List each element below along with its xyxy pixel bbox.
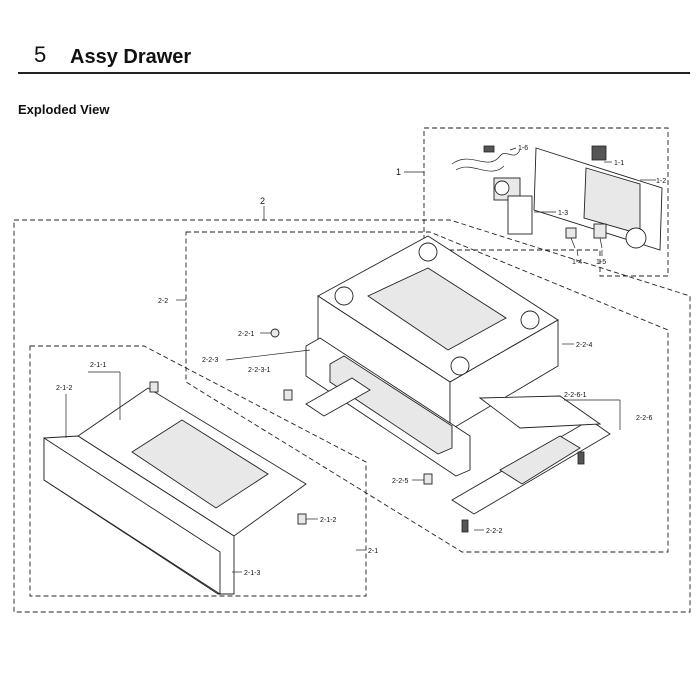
callout-1-4: 1-4 xyxy=(572,259,582,266)
callout-2-2-5: 2-2-5 xyxy=(392,478,408,485)
callout-2-1-2: 2-1-2 xyxy=(320,517,336,524)
exploded-view-heading: Exploded View xyxy=(18,102,110,117)
callout-2-1-3: 2-1-3 xyxy=(244,570,260,577)
sensor-part xyxy=(565,227,577,249)
callout-1: 1 xyxy=(396,167,401,177)
group-2-2-boundary xyxy=(185,231,669,553)
section-header: 5 Assy Drawer xyxy=(18,38,690,74)
callout-2-2-3-1: 2-2-3-1 xyxy=(248,367,271,374)
valve-assembly xyxy=(493,177,533,235)
callout-1-2: 1-2 xyxy=(656,178,666,185)
callout-2-2-2: 2-2-2 xyxy=(486,528,502,535)
section-title: Assy Drawer xyxy=(70,46,192,68)
wire-harness xyxy=(451,145,521,172)
slide-rail-assembly xyxy=(305,377,611,515)
group-2-1-boundary xyxy=(29,345,367,597)
callout-2-2-4: 2-2-4 xyxy=(576,342,592,349)
group-1-boundary xyxy=(423,127,669,277)
callout-2-1: 2-1 xyxy=(368,548,378,555)
group-2-boundary xyxy=(13,219,691,613)
front-frame xyxy=(305,337,471,477)
control-panel-assembly xyxy=(533,145,663,251)
callout-2-2-6-1: 2-2-6-1 xyxy=(564,392,587,399)
drawer-assembly xyxy=(43,387,307,595)
callout-2: 2 xyxy=(260,196,265,206)
leader-lines xyxy=(65,147,656,573)
callout-2-2-1: 2-2-1 xyxy=(238,331,254,338)
callout-1-6: 1-6 xyxy=(518,145,528,152)
header-rule xyxy=(18,72,690,74)
callout-1-5: 1-5 xyxy=(596,259,606,266)
callout-2-2-6: 2-2-6 xyxy=(636,415,652,422)
callout-1-3: 1-3 xyxy=(558,210,568,217)
callout-2-1-1: 2-1-1 xyxy=(90,362,106,369)
callout-2-1-2-left: 2-1-2 xyxy=(56,385,72,392)
callout-2-2: 2-2 xyxy=(158,298,168,305)
hardware-parts xyxy=(149,328,585,533)
switch-part xyxy=(593,223,607,249)
callout-1-1: 1-1 xyxy=(614,160,624,167)
callout-2-2-3: 2-2-3 xyxy=(202,357,218,364)
section-number: 5 xyxy=(34,42,47,67)
